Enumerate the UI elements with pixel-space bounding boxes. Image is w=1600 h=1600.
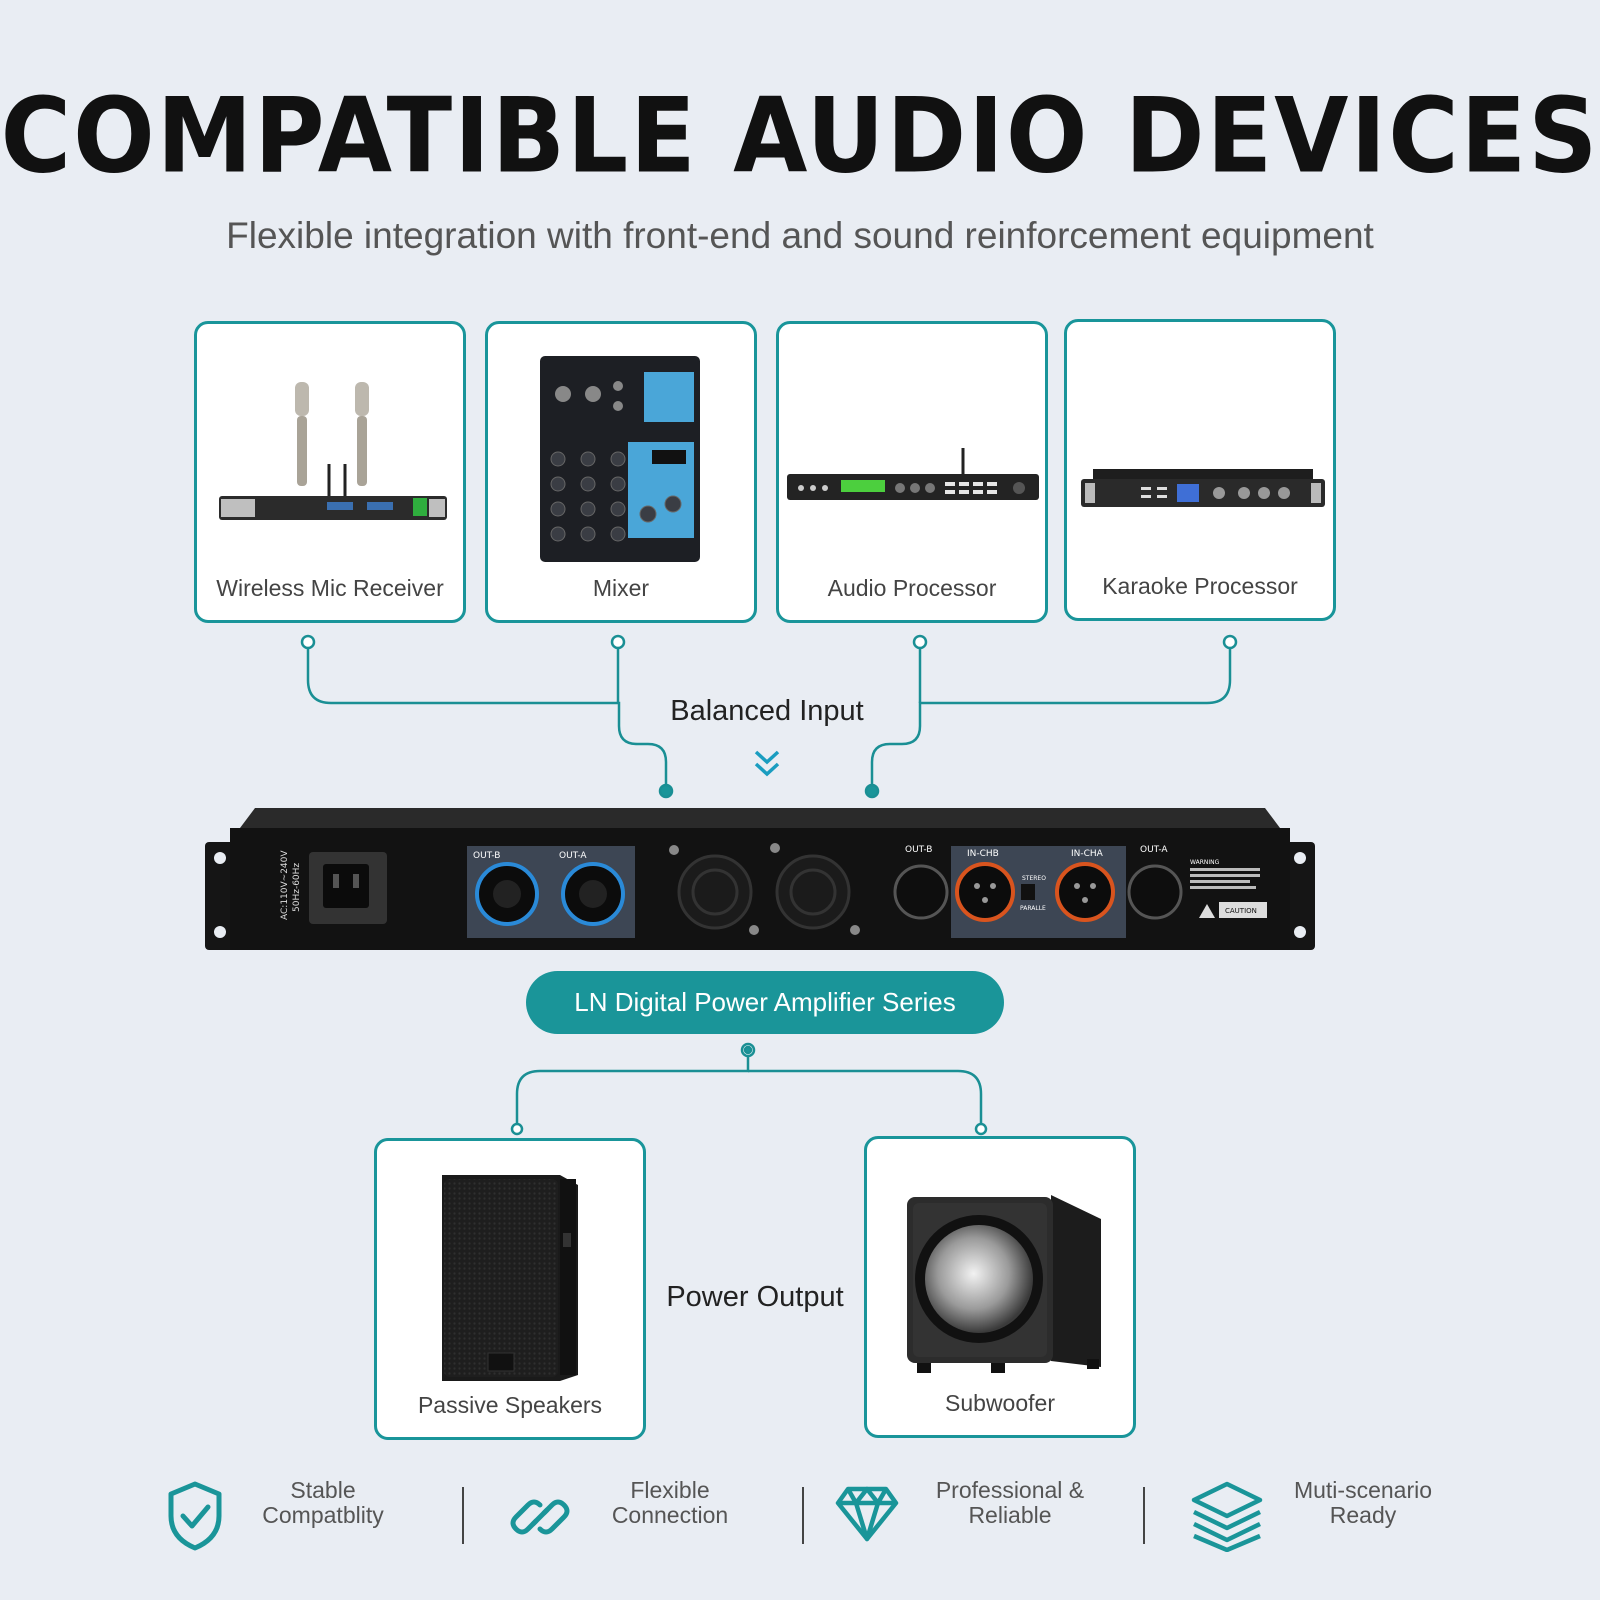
audio-processor-image (787, 448, 1039, 500)
feature-divider (802, 1487, 804, 1544)
feature-line: Stable (290, 1477, 356, 1503)
panel-text-out-a: OUT-A (559, 851, 587, 861)
device-label: Subwoofer (945, 1390, 1055, 1416)
feature-divider (462, 1487, 464, 1544)
panel-text-in-cha: IN-CHA (1071, 849, 1104, 859)
page-subtitle: Flexible integration with front-end and … (226, 215, 1374, 256)
connector-dot (300, 634, 316, 650)
panel-text-frequency: 50Hz-60Hz (292, 863, 302, 912)
device-card-passive-speakers: Passive Speakers (374, 1138, 646, 1440)
device-label: Mixer (592, 575, 650, 601)
passive-speaker-image (442, 1175, 578, 1381)
layers-icon (1191, 1481, 1263, 1552)
connector-dot (912, 634, 928, 650)
panel-text-in-chb: IN-CHB (967, 849, 999, 859)
panel-text-parallel: PARALLE (1020, 905, 1046, 912)
device-card-karaoke-processor: Karaoke Processor (1064, 319, 1336, 621)
panel-text-caution: CAUTION (1225, 907, 1257, 915)
diamond-icon (835, 1486, 899, 1542)
feature-flexible-connection: Flexible Connection (585, 1478, 755, 1528)
subwoofer-image (907, 1195, 1101, 1373)
feature-line: Muti-scenario (1293, 1477, 1433, 1503)
panel-text-out-a-2: OUT-A (1140, 845, 1168, 855)
mixer-image (540, 356, 700, 562)
connector-dot (1222, 634, 1238, 650)
feature-line: Flexible (630, 1477, 710, 1503)
power-output-label: Power Output (666, 1281, 844, 1313)
feature-line: Professional & (935, 1477, 1085, 1503)
panel-text-out-b-2: OUT-B (905, 845, 932, 855)
panel-text-power: AC:110V~240V (280, 850, 290, 920)
connector-dot-filled (864, 783, 880, 799)
feature-professional-reliable: Professional & Reliable (920, 1478, 1100, 1528)
connector-dot (610, 634, 626, 650)
amplifier-series-badge: LN Digital Power Amplifier Series (526, 971, 1004, 1034)
balanced-input-label: Balanced Input (670, 695, 864, 727)
device-card-wireless-mic: Wireless Mic Receiver (194, 321, 466, 623)
panel-text-warning: WARNING (1190, 859, 1220, 866)
connector-dot (510, 1122, 524, 1136)
feature-multi-scenario: Muti-scenario Ready (1278, 1478, 1448, 1528)
feature-stable-compatibility: Stable Compatblity (238, 1478, 408, 1528)
device-card-audio-processor: Audio Processor (776, 321, 1048, 623)
chevron-down-icon (754, 750, 780, 777)
connector-dot (974, 1122, 988, 1136)
page-title: COMPATIBLE AUDIO DEVICES (0, 75, 1600, 197)
connector-dot-filled (658, 783, 674, 799)
feature-line: Reliable (968, 1502, 1052, 1528)
feature-line: Compatblity (262, 1502, 384, 1528)
device-label: Wireless Mic Receiver (216, 575, 444, 601)
device-label: Audio Processor (827, 575, 997, 601)
panel-text-out-b: OUT-B (473, 851, 500, 861)
device-label: Karaoke Processor (1102, 573, 1298, 599)
connector-dot-inner (743, 1045, 753, 1055)
feature-divider (1143, 1487, 1145, 1544)
karaoke-processor-image (1081, 469, 1325, 507)
device-label: Passive Speakers (417, 1392, 603, 1418)
feature-line: Connection (611, 1502, 729, 1528)
shield-check-icon (168, 1481, 222, 1551)
panel-text-stereo: STEREO (1022, 875, 1046, 882)
device-card-subwoofer: Subwoofer (864, 1136, 1136, 1438)
amplifier-rear-panel-image: AC:110V~240V 50Hz-60Hz OUT-B OUT-A OUT-B… (205, 808, 1315, 950)
wireless-mic-receiver-image (219, 382, 447, 520)
device-card-mixer: Mixer (485, 321, 757, 623)
link-icon (510, 1499, 570, 1535)
feature-line: Ready (1329, 1502, 1397, 1528)
